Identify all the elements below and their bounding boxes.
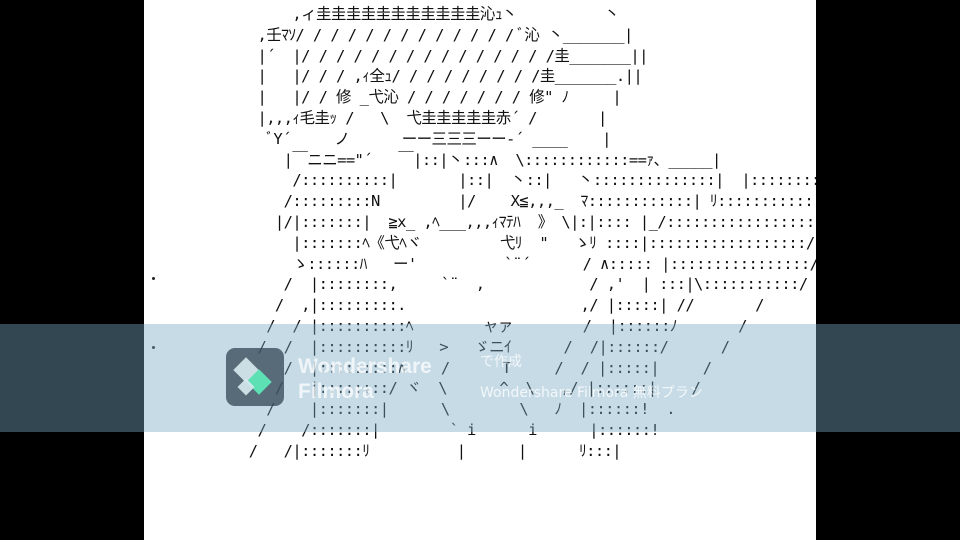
ascii-art-line: / |::::::::, `¨ , / ,' | :::|\::::::::::… [240,275,809,294]
ascii-art-line: / / |::::::::::ﾘ > ゞニｲ / /|::::::/ / [240,337,730,356]
ascii-art-canvas: ,ィ圭圭圭圭圭圭圭圭圭圭圭沁ｭ丶 丶 ,壬ﾏｿ/ / / / / / / / /… [144,0,816,540]
ascii-art-line: ,壬ﾏｿ/ / / / / / / / / / / / / ﾞ沁 丶______… [240,25,633,44]
ascii-art-line: / /|:::::::ﾘ | | ﾘ:::| [240,441,622,460]
ascii-art-line: |￣ニニ=="´ ￣|::|丶:::∧ \::::::::::::==ｧ、___… [240,150,722,169]
watermark-made-with: で作成 [480,354,522,370]
filmora-logo-icon [226,348,284,406]
ascii-art: ,ィ圭圭圭圭圭圭圭圭圭圭圭沁ｭ丶 丶 ,壬ﾏｿ/ / / / / / / / /… [240,4,816,462]
ascii-art-line: |,,,ｨ毛圭ｯ / \ 弋圭圭圭圭圭赤´ / | [240,108,607,127]
ascii-art-line: | |/ / 修 _弋沁 / / / / / / / 修" ﾉ | [240,88,622,107]
ascii-art-line: / /:::::::| ` i i |::::::! [240,420,660,439]
ascii-art-line: | |/ / / ,ｨ全ｭ/ / / / / / / / /圭_______.|… [240,67,643,86]
ascii-art-line: / |::::::::/ ヾ \ ^ \ ,/ |::::::| / [240,379,701,398]
ascii-art-line: / |:::::::| \ \ ﾉ |::::::! . [240,400,676,419]
ascii-art-line: |´ |/ / / / / / / / / / / / / / /圭______… [240,46,648,65]
watermark-brand-line-1: Wondershare [298,355,432,378]
ascii-art-line: / |:::::::::∧ / T / / |:::::| / [240,358,712,377]
ascii-art-line: ﾞY´ ノ ーー三三三ーー-´ ____ | [240,129,611,148]
ascii-art-line: / / |::::::::::ﾍ ャァ / |::::::ﾉ / [240,316,747,335]
ascii-art-line: |/|:::::::| ≧x_ ,ﾍ___,,,ｨﾏﾃﾊ 》 \|:|:::: … [240,212,816,231]
ascii-art-line: ゝ::::::ﾊ ー' `¨´ / ∧::::: |::::::::::::::… [240,254,816,273]
watermark-band [0,324,960,432]
ascii-art-line: /::::::::::| |::| 丶::| 丶::::::::::::::| … [240,171,816,190]
watermark-brand-line-2: Filmora [298,380,374,403]
stray-dot [152,277,155,280]
ascii-art-line: /:::::::::N |/ X≦,,,_ ﾏ::::::::::::| ﾘ::… [240,192,816,211]
stray-dot [152,346,155,349]
ascii-art-line: |:::::::ﾍ《弋ﾍヾ 弋ﾘ " ゝﾘ ::::|:::::::::::::… [240,233,815,252]
ascii-art-line: / ,|:::::::::. ,/ |:::::| // / [240,296,765,315]
watermark-plan-text: Wondershare Filmora 無料プラン [480,385,703,401]
ascii-art-line: ,ィ圭圭圭圭圭圭圭圭圭圭圭沁ｭ丶 丶 [240,5,620,23]
